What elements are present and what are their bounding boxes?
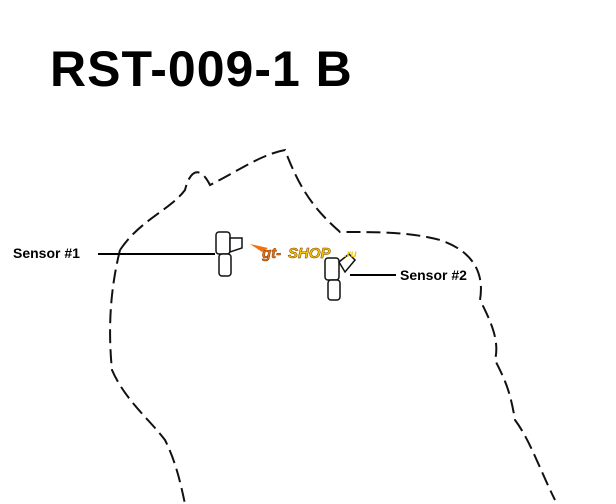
svg-text:SHOP: SHOP <box>288 245 332 262</box>
watermark-logo: gt- SHOP .ru <box>250 244 357 262</box>
part-number-title: RST-009-1 B <box>50 41 353 97</box>
engine-outline <box>119 148 556 501</box>
sensor-2-icon <box>324 252 357 301</box>
svg-text:.ru: .ru <box>344 249 357 260</box>
sensor-1-icon <box>215 231 243 277</box>
sensor-2-label: Sensor #2 <box>400 267 467 283</box>
sensor-1-label: Sensor #1 <box>13 245 80 261</box>
svg-text:gt-: gt- <box>261 245 281 262</box>
engine-outline-left <box>109 249 186 504</box>
